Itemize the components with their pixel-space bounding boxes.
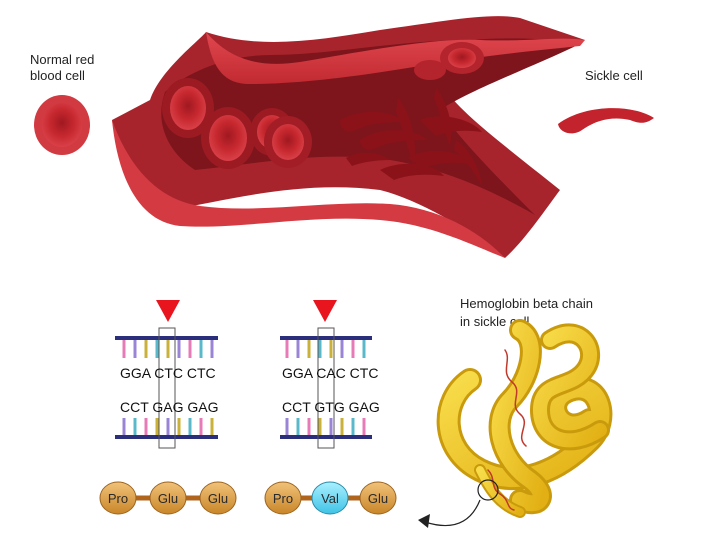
codon-highlight-sickle — [317, 327, 335, 449]
amino-acid-sickle-1-label: Pro — [273, 491, 293, 506]
mutation-site-highlight — [477, 479, 499, 501]
protein-sickle: Pro Val Glu — [264, 481, 397, 515]
sickle-cell-icon — [558, 108, 654, 134]
hemoglobin-label-line1: Hemoglobin beta chain — [460, 296, 593, 311]
amino-acid-normal-1 — [99, 481, 137, 515]
vessel-sickle-group — [340, 88, 482, 186]
amino-acid-sickle-3 — [359, 481, 397, 515]
amino-acid-sickle-2-label: Val — [321, 491, 339, 506]
amino-acid-normal-2-label: Glu — [158, 491, 178, 506]
amino-acid-normal-3 — [199, 481, 237, 515]
dna-sickle-bottom-sequence: CCT GTG GAG — [282, 399, 380, 415]
dna-normal-bottom-sequence: CCT GAG GAG — [120, 399, 219, 415]
dna-sickle: GGA CAC CTC CCT GTG GAG — [280, 300, 380, 449]
vessel-rbc-group — [162, 42, 484, 169]
dna-sickle-top-sequence: GGA CAC CTC — [282, 365, 378, 381]
amino-acid-sickle-3-label: Glu — [368, 491, 388, 506]
amino-acid-normal-3-label: Glu — [208, 491, 228, 506]
normal-rbc-label-line1: Normal red — [30, 52, 94, 67]
dna-normal-bottom-bases — [122, 418, 214, 435]
normal-rbc-icon — [34, 95, 90, 155]
amino-acid-sickle-1 — [264, 481, 302, 515]
dna-sickle-bottom-bases — [285, 418, 366, 435]
hemoglobin-ribbon — [436, 319, 613, 518]
dna-normal-top-sequence: GGA CTC CTC — [120, 365, 216, 381]
pointer-arrow-icon — [424, 499, 481, 527]
mutation-marker-normal — [156, 300, 180, 322]
sickle-cell-label: Sickle cell — [585, 68, 643, 83]
mutation-marker-sickle — [313, 300, 337, 322]
normal-rbc-label-line2: blood cell — [30, 68, 85, 83]
dna-normal: GGA CTC CTC CCT GAG GAG — [115, 300, 219, 449]
codon-highlight-normal — [158, 327, 176, 449]
amino-acid-sickle-2-mutant — [311, 481, 349, 515]
protein-normal: Pro Glu Glu — [99, 481, 237, 515]
arrowhead-icon — [418, 514, 430, 528]
dna-sickle-top-bases — [285, 340, 366, 358]
amino-acid-normal-2 — [149, 481, 187, 515]
amino-acid-normal-1-label: Pro — [108, 491, 128, 506]
dna-normal-top-bases — [122, 340, 214, 358]
